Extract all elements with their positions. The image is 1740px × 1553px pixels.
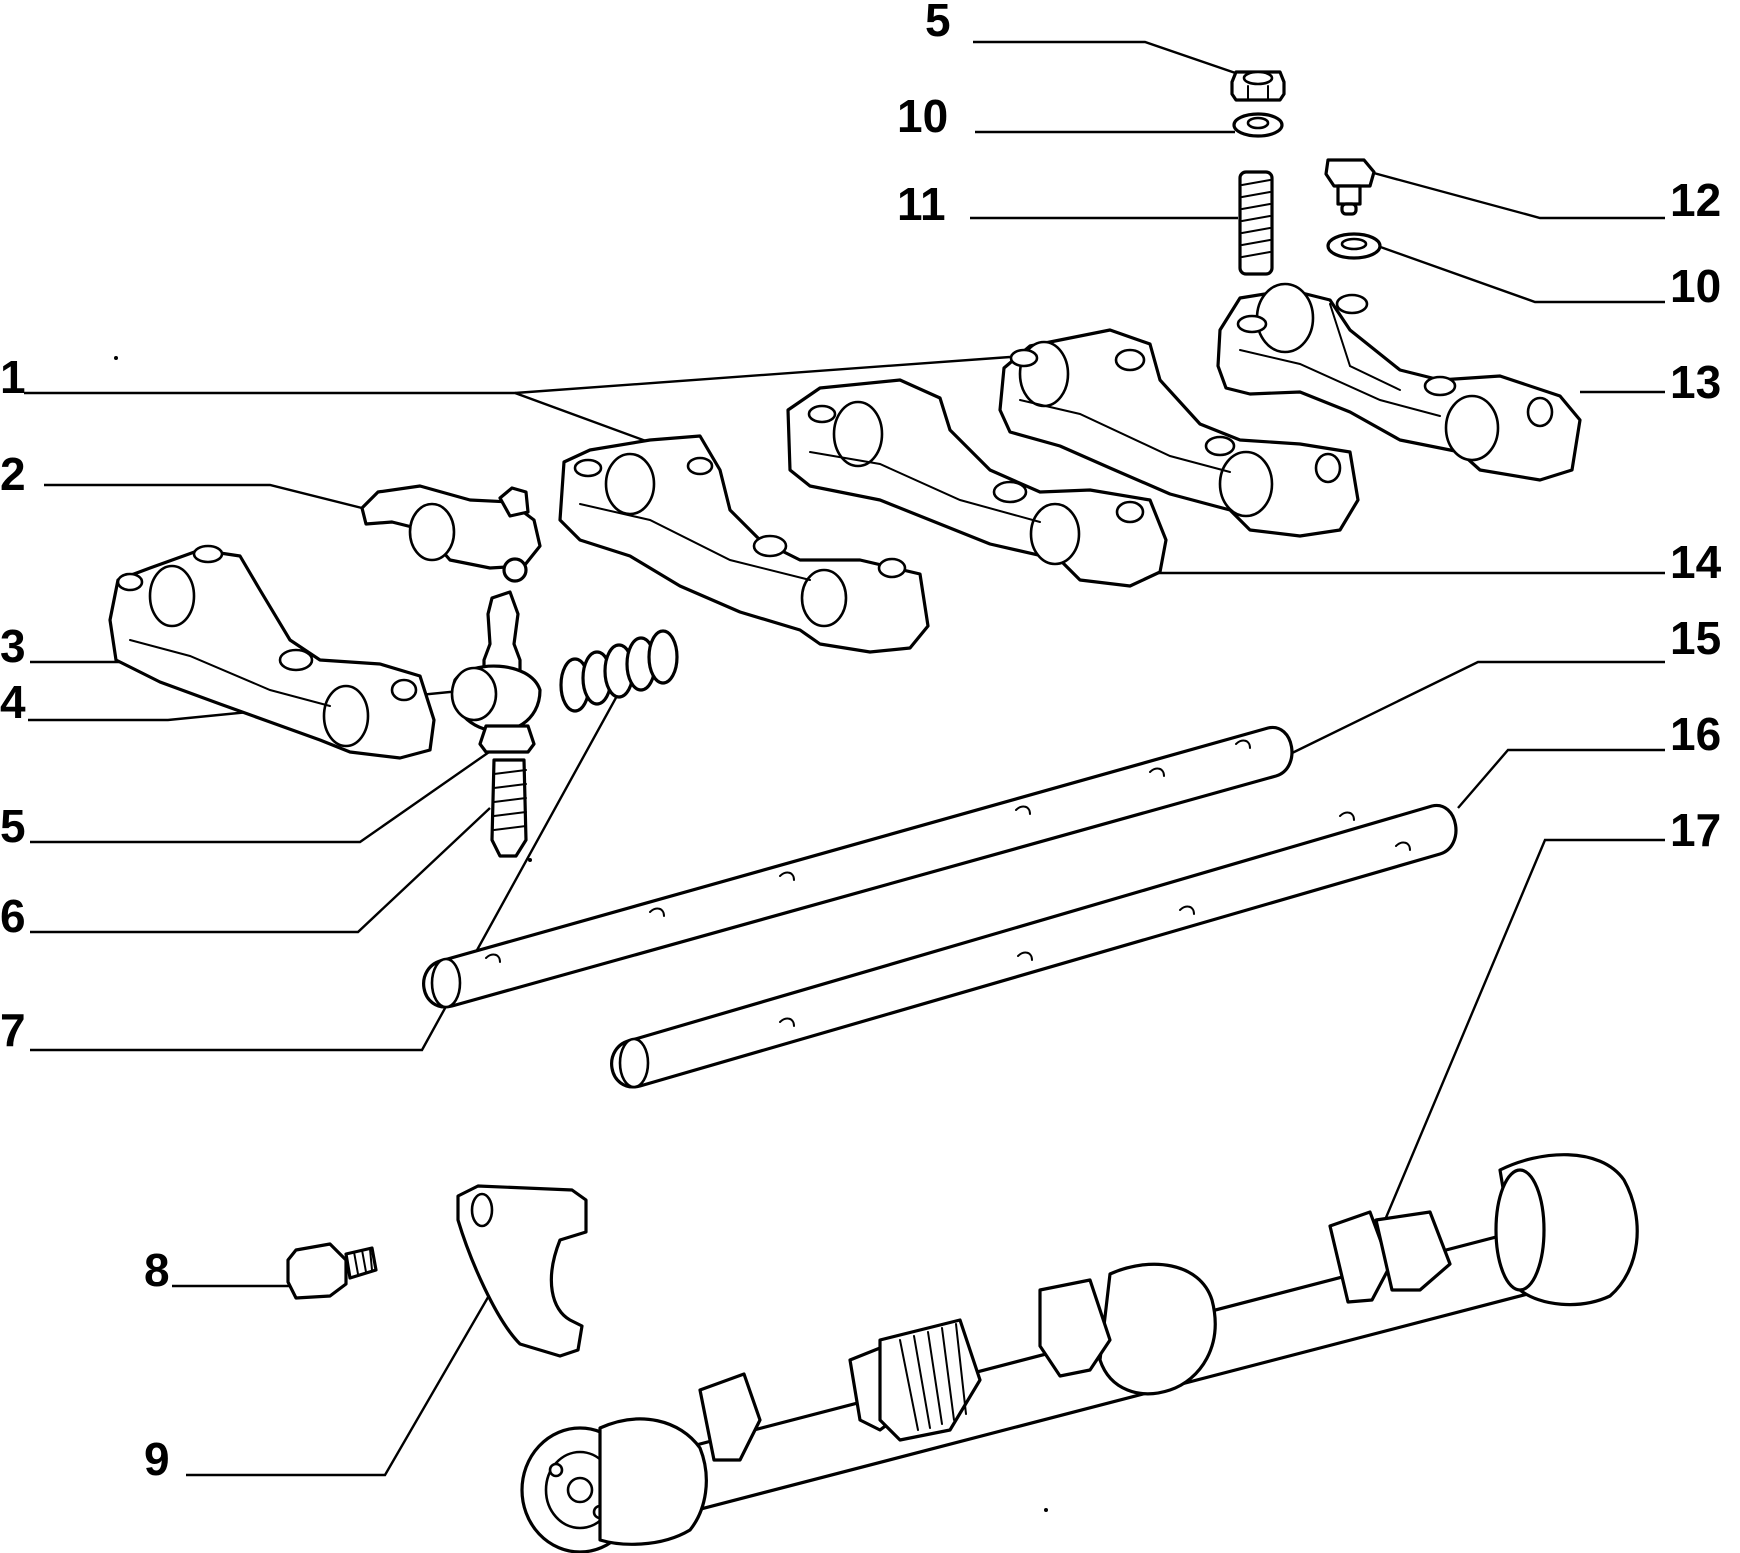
callout-numbers: 5 10 11 12 10 13 1 2 14 15 3 16 4 17 5 6… — [0, 0, 1722, 1485]
leader-10-right — [1371, 242, 1665, 304]
callout-15: 15 — [1670, 612, 1721, 664]
callout-10-right: 10 — [1670, 260, 1721, 312]
leader-7 — [30, 644, 647, 1052]
spring — [559, 629, 679, 713]
callout-13: 13 — [1670, 356, 1721, 408]
plug-screw — [1324, 158, 1376, 216]
nut-top — [1230, 70, 1286, 102]
leader-9 — [186, 1279, 500, 1477]
leader-5-top — [973, 40, 1251, 80]
leader-12 — [1369, 170, 1665, 220]
rocker-support-13 — [1216, 282, 1582, 482]
washer-right — [1326, 232, 1382, 260]
callout-16: 16 — [1670, 708, 1721, 760]
adjuster-assembly — [450, 590, 542, 858]
stud-bolt — [1238, 170, 1274, 276]
callout-5-top: 5 — [925, 0, 951, 46]
bolt — [286, 1242, 378, 1300]
leader-lines — [24, 40, 1665, 1477]
leader-1b — [514, 355, 1011, 395]
callout-9: 9 — [144, 1433, 170, 1485]
washer-top — [1232, 112, 1284, 138]
leader-6 — [30, 807, 491, 934]
rocker-support-1 — [558, 434, 930, 654]
rocker-shaft-16 — [610, 803, 1458, 1089]
callout-14: 14 — [1670, 536, 1722, 588]
rocker-arm — [360, 484, 542, 583]
callout-6: 6 — [0, 890, 26, 942]
callout-7: 7 — [0, 1004, 26, 1056]
scan-dot — [528, 858, 532, 862]
callout-3: 3 — [0, 620, 26, 672]
scan-dot — [1044, 1508, 1048, 1512]
rocker-support-1b — [786, 378, 1168, 588]
callout-2: 2 — [0, 448, 26, 500]
callout-5-left: 5 — [0, 800, 26, 852]
leader-16 — [1457, 748, 1665, 809]
callout-1: 1 — [0, 351, 26, 403]
thrust-plate — [456, 1184, 588, 1358]
callout-4: 4 — [0, 676, 26, 728]
callout-11: 11 — [897, 178, 946, 230]
callout-17: 17 — [1670, 804, 1721, 856]
rocker-shaft-15 — [422, 725, 1294, 1009]
leader-15 — [1287, 660, 1665, 757]
leader-2 — [44, 483, 371, 512]
rocker-support-14 — [998, 328, 1360, 538]
callout-10-top: 10 — [897, 90, 948, 142]
leader-1 — [24, 391, 666, 450]
callout-8: 8 — [144, 1244, 170, 1296]
leader-5-left — [30, 749, 493, 844]
leader-17 — [1383, 838, 1665, 1221]
camshaft — [520, 1153, 1639, 1553]
rocker-support-3 — [108, 544, 436, 760]
scan-dot — [114, 356, 118, 360]
callout-12: 12 — [1670, 174, 1721, 226]
